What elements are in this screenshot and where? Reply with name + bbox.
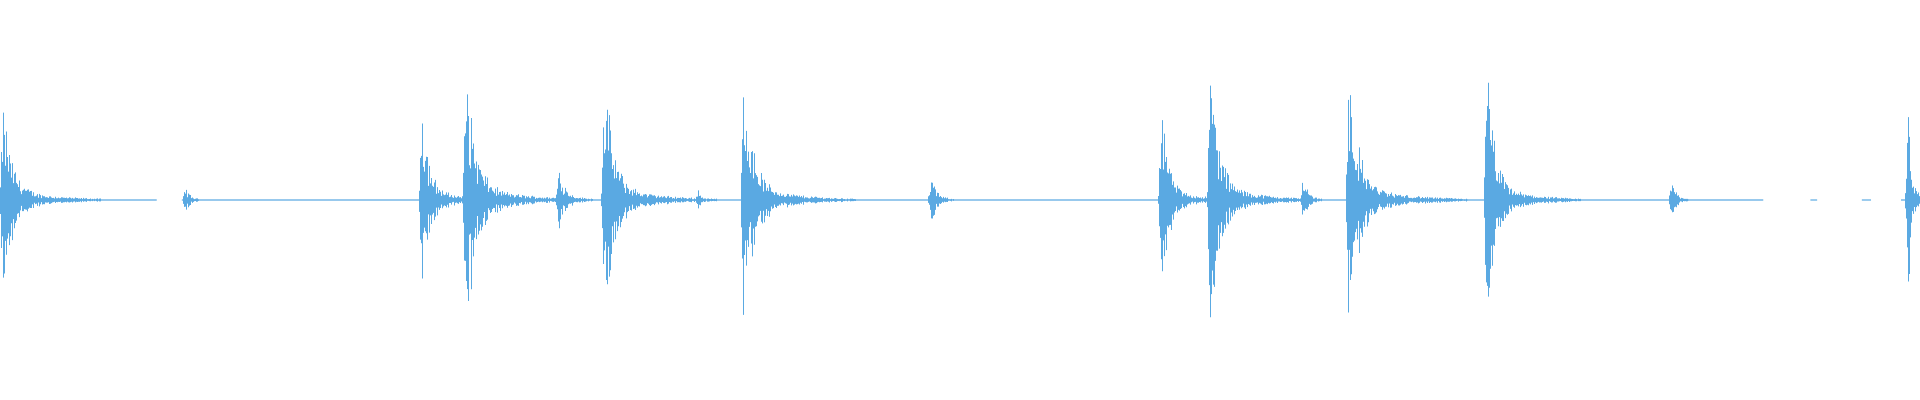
waveform-samples bbox=[0, 82, 1920, 318]
